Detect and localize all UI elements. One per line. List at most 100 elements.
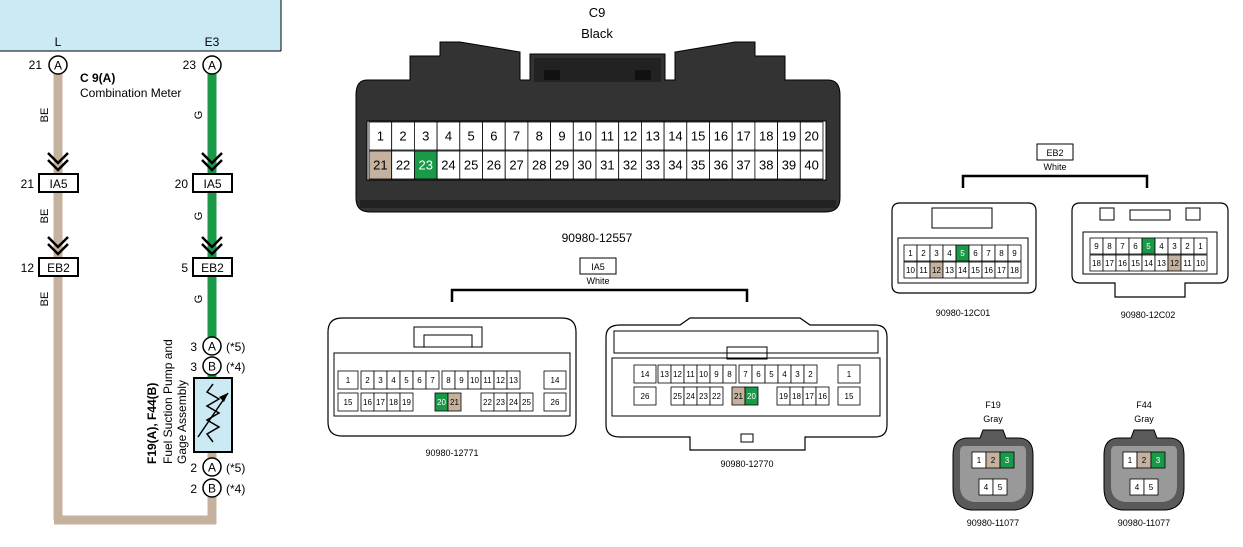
pin-label: 37 (736, 158, 750, 173)
pin-label: 1 (377, 129, 384, 144)
connector-circle (202, 55, 222, 75)
pin-label: 14 (958, 266, 967, 275)
pin-cell (799, 121, 824, 151)
pin-label: 7 (513, 129, 520, 144)
inline-connector-box (38, 173, 79, 193)
pin-label: 14 (668, 129, 682, 144)
pin-cell (815, 386, 830, 406)
pin-number: 5 (181, 261, 188, 275)
pin-label: 29 (555, 158, 569, 173)
pin-label: 30 (577, 158, 591, 173)
pin-label: 11 (601, 129, 615, 144)
pin-label: 33 (646, 158, 660, 173)
pin-number: 3 (190, 360, 197, 374)
pin-label: 19 (402, 398, 411, 407)
pin-label: 2 (1142, 456, 1147, 465)
pin-number: 20 (175, 177, 189, 191)
pin-label: 32 (623, 158, 637, 173)
wire-color-label: BE (39, 292, 51, 307)
wire-color-label: G (193, 111, 205, 120)
pin-label: 11 (483, 376, 492, 385)
pin-cell (992, 478, 1008, 496)
pin-label: 22 (712, 392, 721, 401)
pin-number: 3 (190, 340, 197, 354)
pin-label: 4 (947, 249, 952, 258)
pin-label: 25 (522, 398, 531, 407)
part-number: 90980-11077 (967, 518, 1019, 528)
pin-label: 21 (450, 398, 459, 407)
variant-note: (*5) (226, 340, 245, 354)
pin-label: 15 (845, 392, 854, 401)
pin-cell (1007, 261, 1022, 279)
pin-label: 24 (441, 158, 455, 173)
pin-cell (1143, 478, 1159, 496)
pin-label: 16 (818, 392, 827, 401)
pin-cell (799, 150, 824, 180)
connector-letter: A (208, 340, 216, 354)
pin-label: 17 (1105, 259, 1114, 268)
pin-label: 4 (445, 129, 452, 144)
pin-label: 14 (641, 370, 650, 379)
pin-label: 1 (346, 376, 351, 385)
pin-label: 3 (1156, 456, 1161, 465)
pin-label: 8 (1107, 242, 1112, 251)
connector-color-name: White (1043, 162, 1066, 172)
inline-connector-label: IA5 (49, 177, 67, 191)
variant-note: (*4) (226, 360, 245, 374)
pin-cell (803, 364, 818, 384)
wire-color-label: G (193, 295, 205, 304)
pin-label: 20 (804, 129, 818, 144)
pin-cell (633, 386, 657, 406)
schematic: L E3 21 A 23 A C 9(A) Combination Meter … (0, 0, 282, 525)
pin-label: 8 (727, 370, 732, 379)
pin-label: 8 (446, 376, 451, 385)
top-band (0, 0, 281, 51)
pin-label: 6 (1133, 242, 1138, 251)
pin-label: 2 (399, 129, 406, 144)
pin-label: 17 (997, 266, 1006, 275)
pin-label: 7 (430, 376, 435, 385)
pin-cell (999, 451, 1015, 469)
pin-label: 20 (437, 398, 446, 407)
pin-label: 3 (795, 370, 800, 379)
part-number: 90980-11077 (1118, 518, 1170, 528)
variant-note: (*4) (226, 482, 245, 496)
pin-label: 23 (699, 392, 708, 401)
pin-label: 23 (496, 398, 505, 407)
pin-label: 35 (691, 158, 705, 173)
pin-label: 19 (782, 129, 796, 144)
pin-label: 13 (945, 266, 954, 275)
pin-cell (722, 364, 737, 384)
pin-label: 22 (483, 398, 492, 407)
pump-name-line2: Gage Assembly (175, 380, 189, 464)
pin-label: 2 (991, 456, 996, 465)
pin-cell (337, 392, 359, 412)
pin-label: 25 (464, 158, 478, 173)
pin-label: 15 (1131, 259, 1140, 268)
pin-label: 18 (792, 392, 801, 401)
connector-circle (202, 336, 222, 356)
connector-letter: B (208, 482, 216, 496)
pin-label: 16 (984, 266, 993, 275)
connector-color-name: Gray (1134, 414, 1154, 424)
wire-color-label: BE (39, 209, 51, 224)
pin-label: 16 (363, 398, 372, 407)
pin-label: 18 (389, 398, 398, 407)
pin-label: 10 (906, 266, 915, 275)
pin-cell (837, 386, 861, 406)
connector-label-box (1036, 143, 1074, 161)
pin-label: 4 (1159, 242, 1164, 251)
pin-cell (506, 370, 521, 390)
pin-cell (1150, 451, 1166, 469)
inline-connector-box (192, 173, 233, 193)
pin-label: 7 (743, 370, 748, 379)
pin-label: 6 (973, 249, 978, 258)
pin-label: 6 (756, 370, 761, 379)
pin-label: 2 (365, 376, 370, 385)
pin-label: 1 (977, 456, 982, 465)
pin-label: 14 (1144, 259, 1153, 268)
